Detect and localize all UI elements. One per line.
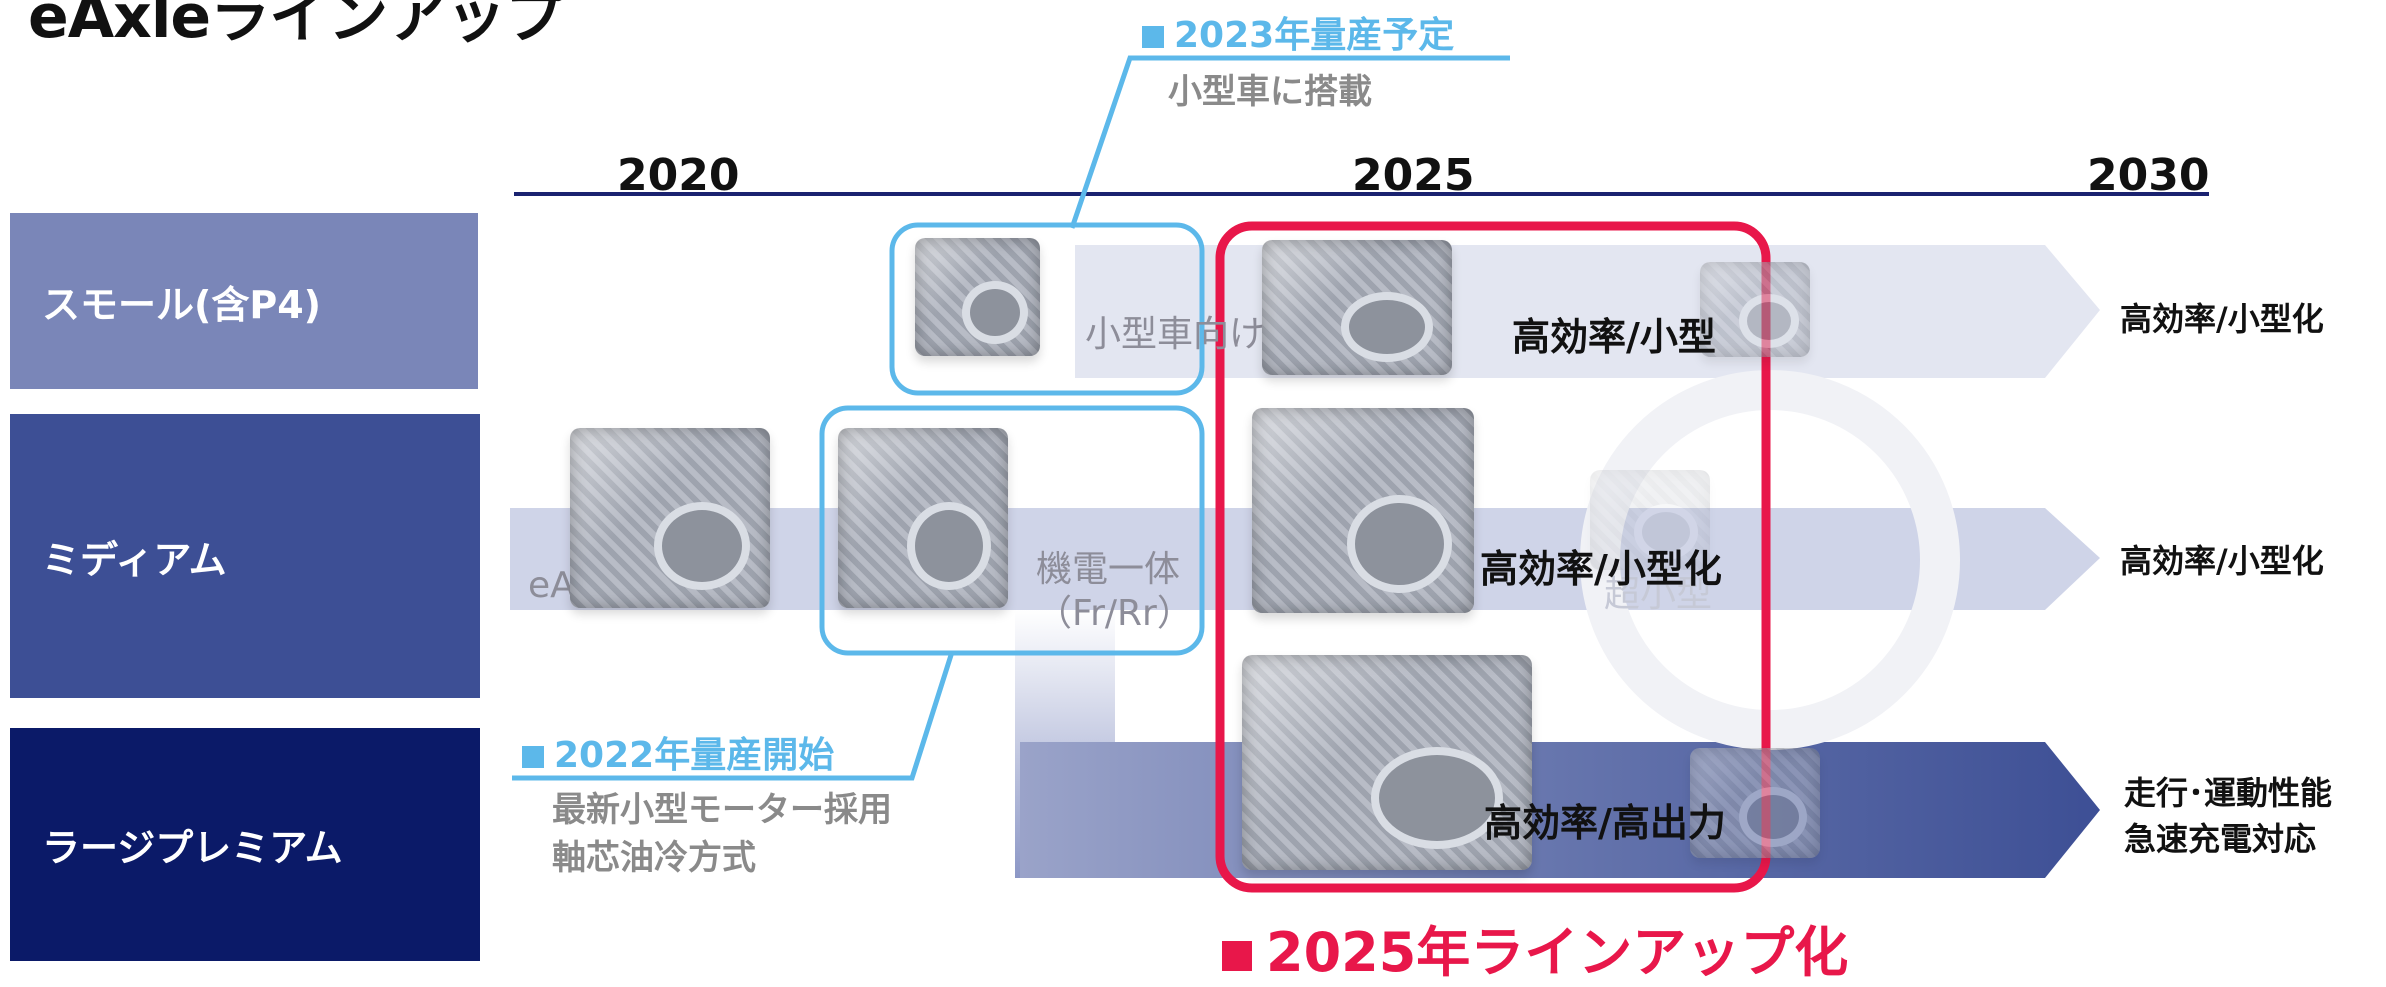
future-2030-medium-text: 高効率/小型化 xyxy=(2120,542,2324,580)
future-2030-large-text-2: 急速充電対応 xyxy=(2124,820,2317,858)
year-2030: 2030 xyxy=(2087,150,2210,201)
motor-image-small-2030 xyxy=(1700,262,1810,357)
lineup-2025-caption: 2025年ラインアップ化 xyxy=(1222,908,1848,987)
callout-2022-box xyxy=(819,405,1205,656)
callout-2023-box xyxy=(889,222,1205,396)
page-title: eAxleラインアップ xyxy=(28,0,565,52)
year-2020: 2020 xyxy=(617,150,740,201)
motor-image-ultra-small-ghost xyxy=(1590,470,1710,570)
motor-image-small-2025 xyxy=(1262,240,1452,375)
motor-image-eaxle-2020 xyxy=(570,428,770,608)
flow-ultra-small-text: 超小型 xyxy=(1604,574,1713,615)
motor-image-medium-2025 xyxy=(1252,408,1474,613)
lineup-2025-highlight-box xyxy=(1215,221,1771,893)
motor-image-medium-2022 xyxy=(838,428,1008,608)
row-label-medium: ミディアム xyxy=(10,414,480,698)
timeline-line xyxy=(514,192,2209,196)
note-2023-subtext: 小型車に搭載 xyxy=(1168,72,1372,112)
year-2025: 2025 xyxy=(1352,150,1475,201)
note-2023-heading: 2023年量産予定 xyxy=(1142,6,1454,58)
note-2022-subtext-2: 軸芯油冷方式 xyxy=(552,838,756,878)
flow-small-text: 小型車向け xyxy=(1085,314,1266,355)
note-2023-square xyxy=(1142,26,1164,48)
note-2022-subtext-1: 最新小型モーター採用 xyxy=(552,790,892,830)
lineup-2025-small-text: 高効率/小型 xyxy=(1512,315,1716,359)
motor-image-small-2023 xyxy=(915,238,1040,356)
row-label-large: ラージプレミアム xyxy=(10,728,480,961)
lineup-2025-large-text: 高効率/高出力 xyxy=(1484,801,1726,845)
future-2030-small-text: 高効率/小型化 xyxy=(2120,300,2324,338)
flow-kiden-text-2: （Fr/Rr） xyxy=(1036,593,1193,634)
pipe-connector xyxy=(1015,610,1115,878)
row-label-small: スモール(含P4) xyxy=(10,213,478,389)
motor-image-large-2025 xyxy=(1242,655,1532,870)
lineup-2025-medium-text: 高効率/小型化 xyxy=(1480,547,1722,591)
note-2022-heading: 2022年量産開始 xyxy=(522,726,834,778)
note-2022-square xyxy=(522,746,544,768)
lineup-2025-caption-square xyxy=(1222,941,1252,972)
callout-2023-line xyxy=(1069,55,1510,229)
callout-2022-line xyxy=(512,651,955,781)
flow-kiden-text-1: 機電一体 xyxy=(1036,549,1181,590)
future-2030-large-text-1: 走行･運動性能 xyxy=(2124,774,2333,812)
motor-image-large-2030 xyxy=(1690,748,1820,858)
